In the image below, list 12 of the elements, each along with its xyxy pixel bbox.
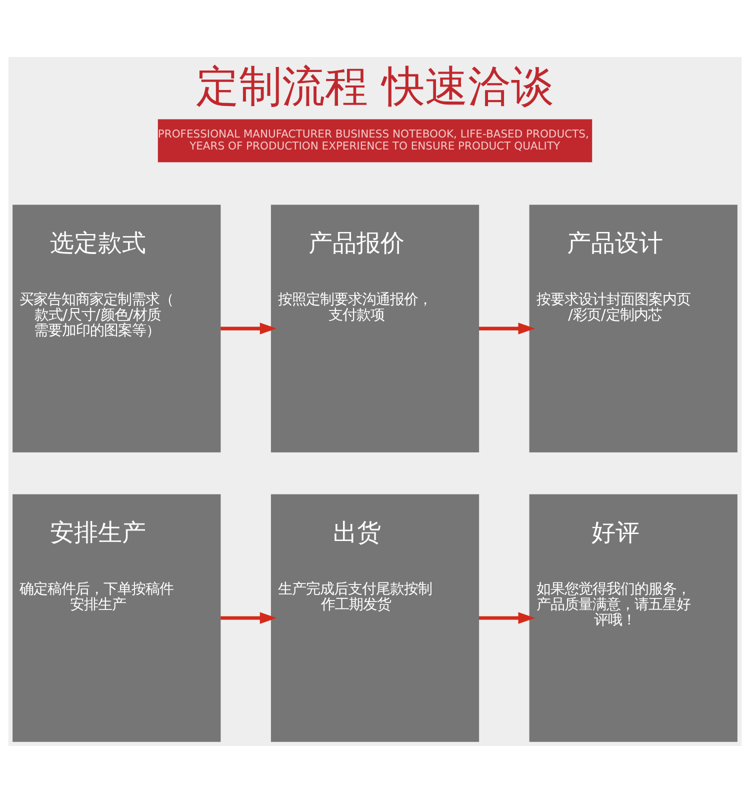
node-box: 出货 生产完成后支付尾款按制作工期发货 (270, 494, 480, 742)
node-box: 产品设计 按要求设计封面图案内页/彩页/定制内芯 (529, 204, 738, 452)
arrow (220, 612, 277, 624)
diagram-title: 定制流程 快速洽谈 (196, 62, 554, 112)
node-box: 选定款式 买家告知商家定制需求（款式/尺寸/颜色/材质需要加印的图案等） (12, 204, 221, 452)
arrow (220, 322, 277, 334)
node-box: 产品报价 按照定制要求沟通报价，支付款项 (270, 204, 480, 452)
arrow (478, 612, 536, 624)
arrow (478, 322, 536, 334)
node-box: 好评 如果您觉得我们的服务，产品质量满意，请五星好评哦！ (529, 494, 738, 742)
label: PROFESSIONAL MANUFACTURER BUSINESS NOTEBOOK, LIFE-BASED PRODUCTS, YEARS OF PRODUCTION EXPERIENCE TO ENSURE PRODUCT QUALITY (158, 127, 589, 152)
node-box: 安排生产 确定稿件后，下单按稿件安排生产 (12, 494, 221, 742)
